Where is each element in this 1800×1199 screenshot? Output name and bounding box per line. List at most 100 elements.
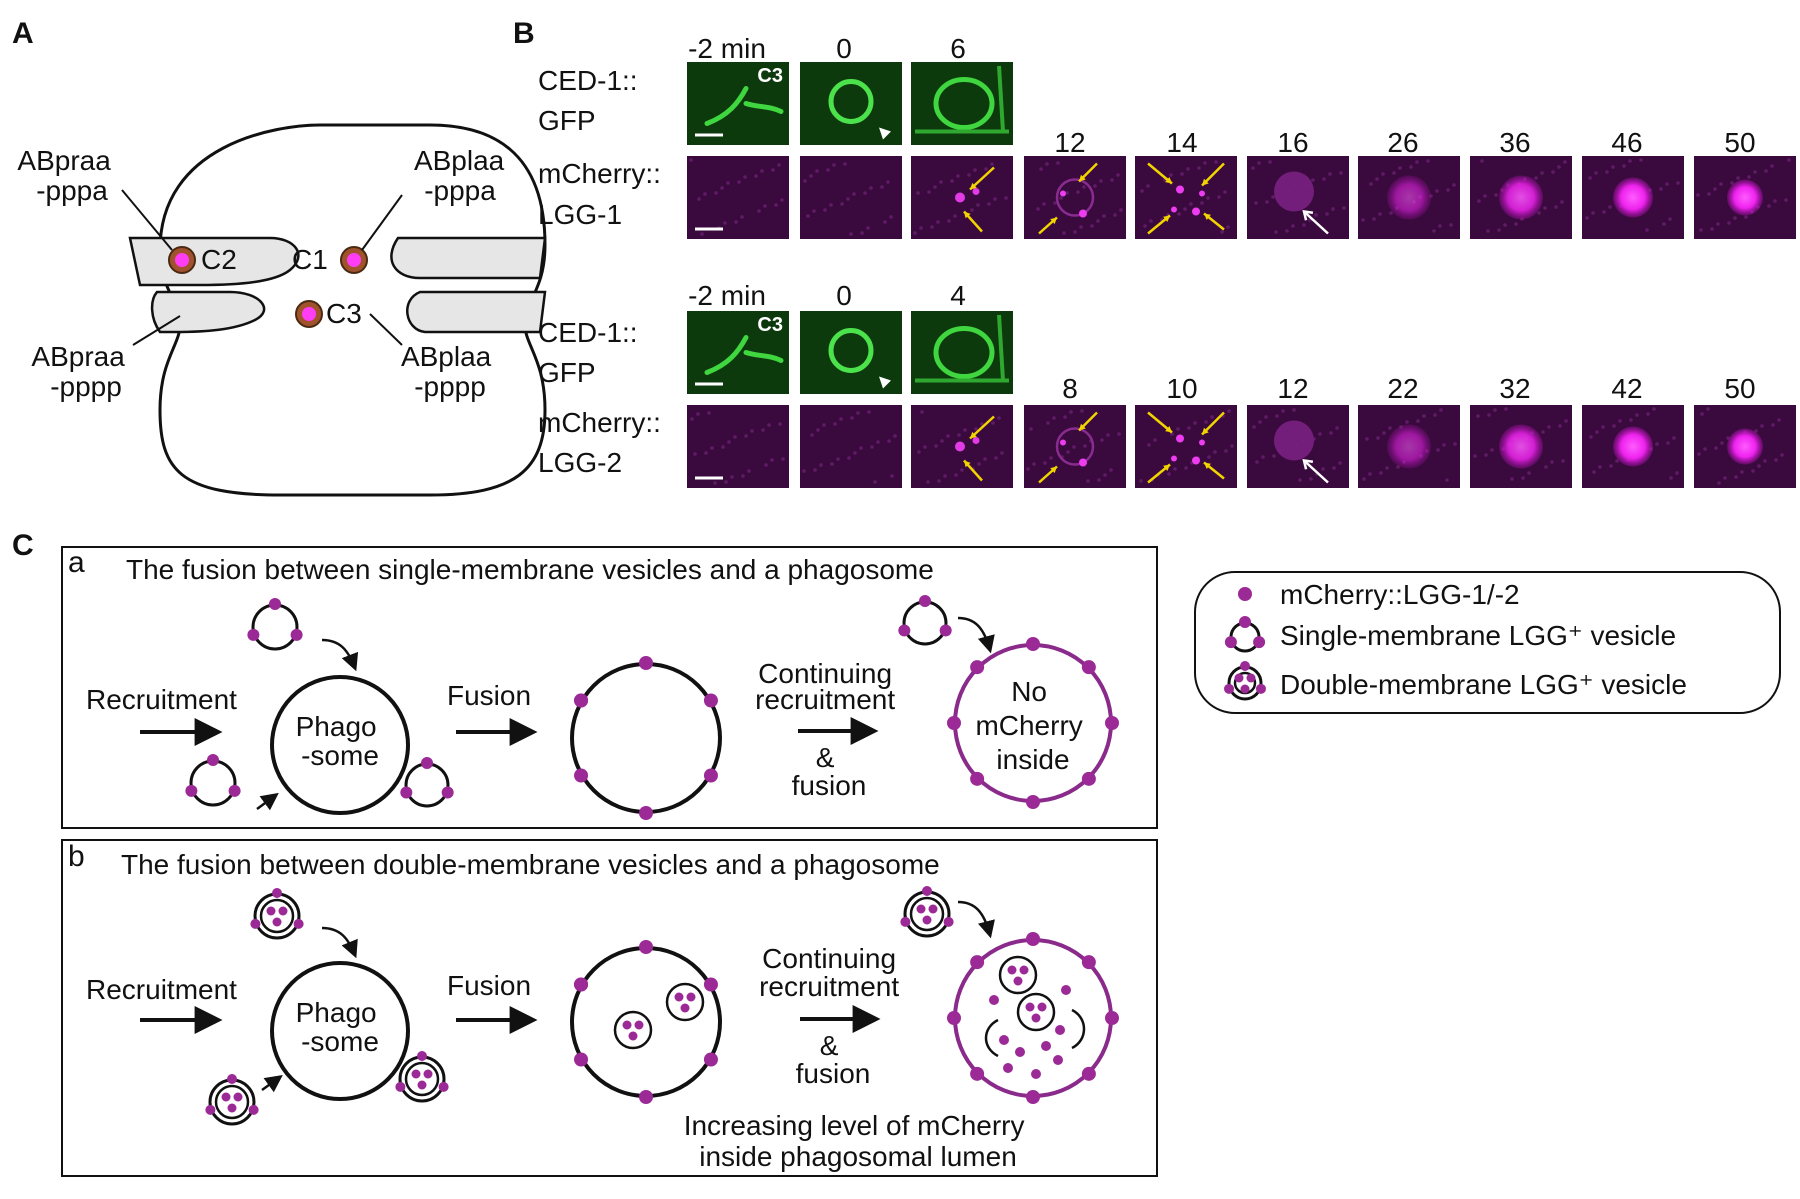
- b-small-arrow: [261, 1074, 283, 1093]
- r2-time-gfp-2: 0: [836, 280, 852, 311]
- r2-gfp-tile-3: [911, 311, 1013, 394]
- corpse-label-c1: C1: [292, 244, 328, 275]
- cell-abplaa-pppp: [406, 290, 547, 334]
- r2-mcherry-tile-3: [911, 405, 1013, 488]
- panel-b-letter: B: [513, 17, 535, 50]
- r2-time-mc-6: 42: [1611, 373, 1642, 404]
- legend-double-vesicle-icon: [1224, 661, 1266, 701]
- r1-mcherry-tile-6: [1247, 156, 1349, 239]
- r2-time-mc-5: 32: [1499, 373, 1530, 404]
- r1-mcherry-tile-9: [1582, 156, 1684, 239]
- r1-mcherry-tile-7: [1358, 156, 1460, 239]
- row2-gfp-label: CED-1:: GFP: [538, 317, 645, 388]
- panel-a-letter: A: [12, 17, 34, 50]
- b-double-vesicles: [205, 888, 449, 1126]
- r1-time-mc-4: 26: [1387, 127, 1418, 158]
- r2-mcherry-tile-5: [1135, 405, 1237, 488]
- r2-mcherry-tile-2: [800, 405, 902, 488]
- r1-time-mc-5: 36: [1499, 127, 1530, 158]
- panel-a: A C2 C1 C3 ABpraa -: [12, 17, 547, 497]
- r1-mcherry-tile-3: [911, 156, 1013, 239]
- cell-abpraa-pppp: [150, 290, 266, 334]
- r2-time-gfp-3: 4: [950, 280, 966, 311]
- r1-gfp-tile-3: [911, 62, 1013, 145]
- a-continuing-label: Continuing recruitment & fusion: [755, 658, 903, 801]
- r2-gfp-tile-2: [800, 311, 902, 394]
- row2-mcherry-label: mCherry:: LGG-2: [538, 407, 669, 478]
- a-curved-arrow-1: [321, 638, 359, 672]
- r1-time-mc-3: 16: [1277, 127, 1308, 158]
- legend-box: [1194, 571, 1781, 714]
- embryo-outline: [158, 123, 547, 497]
- b-curved-arrow-1: [321, 926, 358, 959]
- a-fusion-label: Fusion: [447, 680, 531, 711]
- b-phagosome-label: Phago -some: [296, 997, 385, 1057]
- a-small-arrow: [256, 792, 279, 811]
- subpanel-a-title: The fusion between single-membrane vesic…: [126, 554, 934, 585]
- corpse-c1: [340, 246, 368, 274]
- r1-time-mc-6: 46: [1611, 127, 1642, 158]
- subpanel-a-letter: a: [68, 546, 85, 579]
- a-single-vesicles: [185, 598, 454, 808]
- corpse-tag: C3: [757, 65, 783, 87]
- r1-mcherry-tile-1: [687, 156, 789, 239]
- r1-time-mc-1: 12: [1054, 127, 1085, 158]
- r2-mcherry-tile-6: [1247, 405, 1349, 488]
- a-phagosome: [270, 675, 410, 815]
- r1-mcherry-tile-5: [1135, 156, 1237, 239]
- r1-gfp-tile-2: [800, 62, 902, 145]
- panel-b: B CED-1:: GFP mCherry:: LGG-1 CED-1:: GF…: [513, 17, 1796, 488]
- r2-time-mc-7: 50: [1724, 373, 1755, 404]
- r2-time-gfp-1: -2 min: [688, 280, 766, 311]
- legend-dot-icon: [1238, 587, 1252, 601]
- r2-mcherry-tile-9: [1582, 405, 1684, 488]
- r2-gfp-tile-1: C3: [687, 311, 789, 394]
- a-curved-arrow-2: [957, 616, 995, 654]
- corpse-label-c3: C3: [326, 298, 362, 329]
- subpanel-a-box: [61, 546, 1158, 829]
- r1-mcherry-tile-8: [1470, 156, 1572, 239]
- subpanel-b-title: The fusion between double-membrane vesic…: [121, 849, 940, 880]
- b-fused-dots: [574, 940, 718, 1104]
- a-fused-dots: [574, 656, 718, 820]
- b-fusion-label: Fusion: [447, 970, 531, 1001]
- legend-item-3: Double-membrane LGG⁺ vesicle: [1280, 669, 1687, 700]
- r1-time-gfp-3: 6: [950, 33, 966, 64]
- a-fused-phagosome: [570, 662, 722, 814]
- row1-gfp-label: CED-1:: GFP: [538, 65, 645, 136]
- a-phagosome-label: Phago -some: [296, 711, 385, 771]
- r2-mcherry-tile-8: [1470, 405, 1572, 488]
- legend-item-1: mCherry::LGG-1/-2: [1280, 579, 1520, 610]
- b-recruitment-label: Recruitment: [86, 974, 237, 1005]
- r1-time-mc-2: 14: [1166, 127, 1197, 158]
- r2-mcherry-tile-7: [1358, 405, 1460, 488]
- panel-c-letter: C: [12, 529, 34, 562]
- a-result-label: No mCherry inside: [975, 676, 1090, 775]
- a-recruitment-label: Recruitment: [86, 684, 237, 715]
- corpse-tag: C3: [757, 314, 783, 336]
- r1-gfp-tile-1: C3: [687, 62, 789, 145]
- cell-abplaa-pppa: [390, 236, 547, 280]
- r1-mcherry-tile-10: [1694, 156, 1796, 239]
- r2-time-mc-2: 10: [1166, 373, 1197, 404]
- row1-mcherry-label: mCherry:: LGG-1: [538, 158, 669, 230]
- r1-time-gfp-2: 0: [836, 33, 852, 64]
- b-result-inner: [900, 886, 1119, 1104]
- cell-label-4: ABplaa -pppp: [401, 341, 499, 402]
- r1-time-gfp-1: -2 min: [688, 33, 766, 64]
- subpanel-b-box: [61, 839, 1158, 1177]
- b-continuing-label: Continuing recruitment & fusion: [759, 943, 907, 1089]
- corpse-c2: [168, 246, 196, 274]
- a-result-dots: [898, 595, 1119, 809]
- r2-mcherry-tile-10: [1694, 405, 1796, 488]
- legend-item-2: Single-membrane LGG⁺ vesicle: [1280, 620, 1676, 651]
- b-curved-arrow-2: [957, 900, 995, 939]
- panel-c: C a The fusion between single-membrane v…: [12, 529, 1781, 1177]
- b-phagosome: [270, 961, 410, 1101]
- legend-single-vesicle-icon: [1224, 616, 1266, 653]
- r1-time-mc-7: 50: [1724, 127, 1755, 158]
- r2-time-mc-1: 8: [1062, 373, 1078, 404]
- r2-mcherry-tile-1: [687, 405, 789, 488]
